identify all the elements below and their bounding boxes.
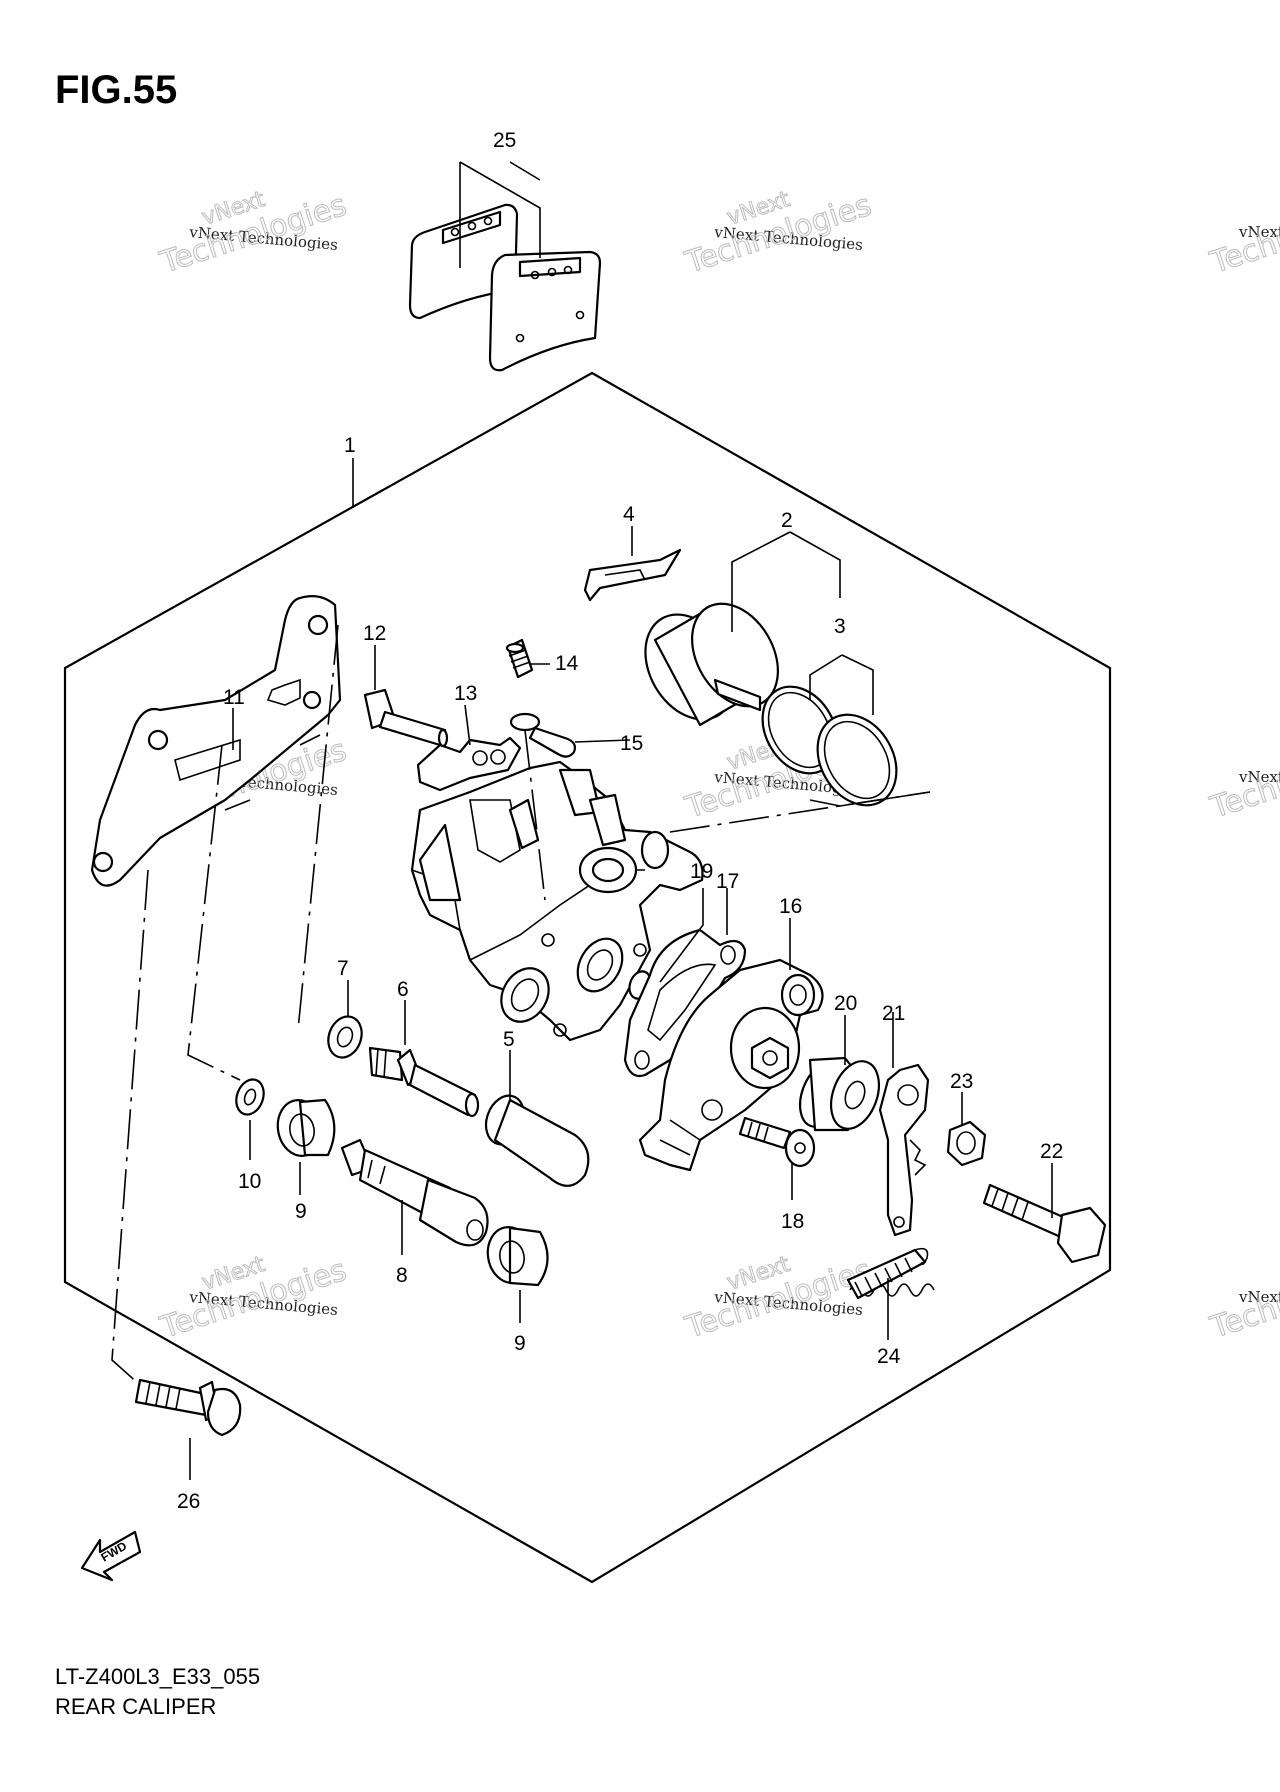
callout-9: 9	[514, 1332, 526, 1355]
callout-11: 11	[223, 686, 245, 709]
callout-18: 18	[781, 1210, 804, 1233]
watermark: vNext Technologies Technologies	[1205, 732, 1280, 826]
part-adjuster	[798, 1056, 880, 1132]
part-brake-pads	[408, 203, 602, 372]
part-screw	[738, 1116, 816, 1168]
part-caliper-body	[410, 760, 704, 1042]
part-gasket	[623, 928, 747, 1078]
part-lever-housing	[638, 958, 824, 1172]
callout-12: 12	[363, 622, 386, 645]
part-parking-lever	[878, 1063, 930, 1237]
part-washer	[327, 1015, 363, 1059]
callout-24: 24	[877, 1345, 901, 1368]
callout-4: 4	[623, 503, 635, 526]
callout-8: 8	[396, 1264, 408, 1287]
callout-7: 7	[337, 957, 349, 980]
fwd-arrow-icon: FWD	[80, 1530, 142, 1582]
figure-code: LT-Z400L3_E33_055	[55, 1664, 261, 1689]
callout-26: 26	[177, 1490, 200, 1513]
figure-name: REAR CALIPER	[55, 1694, 217, 1719]
assembly-boundary	[63, 371, 1112, 1584]
callout-15: 15	[620, 732, 643, 755]
callout-2: 2	[781, 509, 793, 532]
callout-14: 14	[555, 652, 579, 675]
part-pad-retainer	[416, 736, 522, 792]
watermark: vNext Technologies Technologies	[1205, 187, 1280, 281]
watermark: vNext Technologies Technologies	[1205, 1252, 1280, 1346]
part-pin-bolt	[363, 688, 449, 748]
part-bleeder-cap	[509, 712, 577, 758]
callout-19: 19	[690, 860, 713, 883]
callout-5: 5	[503, 1028, 515, 1051]
part-return-spring	[846, 1247, 935, 1300]
watermark: vNext vNext Technologies Technologies	[155, 1251, 351, 1346]
watermark-line1: vNext Technologies	[1238, 223, 1280, 241]
callout-22: 22	[1040, 1140, 1063, 1163]
watermark: vNext vNext Technologies Technologies	[680, 1251, 876, 1346]
part-piston	[644, 602, 779, 727]
part-pad-spring	[583, 548, 682, 602]
callout-20: 20	[834, 992, 857, 1015]
callout-25: 25	[493, 129, 516, 152]
part-piston-seals	[761, 685, 898, 807]
callout-10: 10	[238, 1170, 261, 1193]
figure-title: FIG.55	[55, 68, 178, 112]
part-pin	[368, 1046, 480, 1118]
callout-labels: 25 1 4 2 3 11 12 13 14 15 19 17 16 7 6 5…	[177, 129, 1063, 1513]
callout-23: 23	[950, 1070, 973, 1093]
callout-16: 16	[779, 895, 802, 918]
callout-1: 1	[344, 434, 356, 457]
part-bolt	[982, 1183, 1107, 1264]
part-nut	[946, 1120, 987, 1167]
part-bleeder-valve	[505, 638, 534, 679]
leader-lines	[111, 161, 1053, 1480]
part-boot	[486, 1226, 549, 1287]
part-slide-pin	[340, 1138, 489, 1247]
callout-13: 13	[454, 682, 477, 705]
callout-3: 3	[834, 615, 846, 638]
callout-21: 21	[882, 1002, 905, 1025]
part-mount-bolt	[134, 1378, 242, 1437]
callout-6: 6	[397, 978, 409, 1001]
part-washer	[235, 1078, 265, 1116]
callout-9: 9	[295, 1200, 307, 1223]
part-boot	[276, 1098, 336, 1157]
watermark: vNext vNext Technologies Technologies	[155, 186, 351, 281]
callout-17: 17	[716, 870, 739, 893]
watermark-line1: vNext Technologies	[1238, 1288, 1280, 1306]
part-sleeve	[484, 1094, 590, 1187]
watermark: vNext vNext Technologies Technologies	[680, 186, 876, 281]
watermark-line1: vNext Technologies	[1238, 768, 1280, 786]
part-caliper-bracket	[90, 595, 342, 887]
